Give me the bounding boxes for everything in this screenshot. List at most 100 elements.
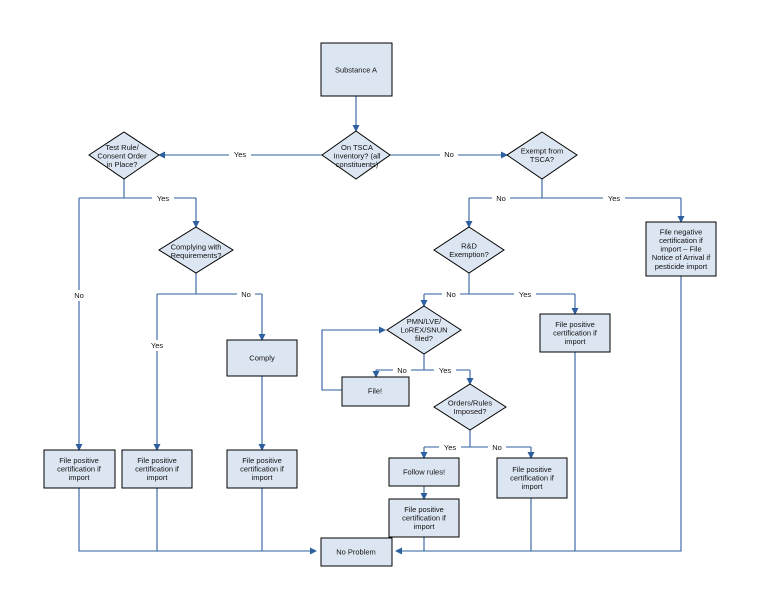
node-label-line: File positive xyxy=(404,505,444,514)
node-label-line: Consent Order xyxy=(97,152,147,161)
node-label-line: TSCA? xyxy=(530,155,554,164)
node-label-line: Comply xyxy=(249,354,275,363)
node-substance-a: Substance A xyxy=(320,42,393,97)
label-exempt-yes: Yes xyxy=(608,194,620,203)
node-label-line: Orders/Rules xyxy=(448,398,492,407)
label-pmn-no: No xyxy=(397,366,407,375)
node-label-line: File positive xyxy=(242,456,282,465)
node-label-line: Notice of Arrival if xyxy=(652,253,711,262)
node-label-line: LoREX/SNUN xyxy=(400,326,447,335)
node-label-line: certification if xyxy=(240,465,285,474)
node-label-line: certification if xyxy=(510,474,555,483)
node-label-line: import xyxy=(147,473,169,482)
edge-labels: Yes No Yes No Yes No No Yes No Yes No Ye… xyxy=(71,149,625,452)
node-label-line: Complying with xyxy=(171,242,222,251)
node-label-line: import xyxy=(252,473,274,482)
node-label-line: Substance A xyxy=(335,66,377,75)
node-label-line: filed? xyxy=(415,334,433,343)
label-rd-yes: Yes xyxy=(519,290,531,299)
node-label-line: pesticide import xyxy=(655,262,708,271)
label-orders-no: No xyxy=(492,443,502,452)
label-tsca-yes: Yes xyxy=(234,150,246,159)
node-label-line: File positive xyxy=(555,320,595,329)
node-label-line: Test Rule/ xyxy=(105,143,139,152)
node-label-line: import xyxy=(522,482,544,491)
node-label-line: File! xyxy=(368,387,382,396)
node-label-line: Follow rules! xyxy=(403,468,445,477)
node-label-line: File negative xyxy=(660,227,703,236)
label-comply-yes: Yes xyxy=(151,341,163,350)
label-orders-yes: Yes xyxy=(444,443,456,452)
node-label-line: certification if xyxy=(553,329,598,338)
node-follow-rules: Follow rules! xyxy=(388,457,460,487)
node-label-line: No Problem xyxy=(336,548,376,557)
node-label-line: Requirements? xyxy=(171,251,222,260)
node-label-line: import xyxy=(565,337,587,346)
node-label-line: certification if xyxy=(135,465,180,474)
node-label-line: Exemption? xyxy=(449,250,489,259)
node-label-line: import – File xyxy=(660,245,701,254)
node-label-line: in Place? xyxy=(107,160,138,169)
edge-file-loop xyxy=(321,326,386,391)
label-pmn-yes: Yes xyxy=(439,366,451,375)
node-label-line: Inventory? (all xyxy=(333,152,380,161)
node-label-line: On TSCA xyxy=(341,143,373,152)
label-tsca-no: No xyxy=(444,150,454,159)
edge-merge-right xyxy=(395,276,682,555)
node-follow-rules-text: Follow rules! xyxy=(403,468,445,477)
node-label-line: import xyxy=(414,522,436,531)
node-label-line: R&D xyxy=(461,241,477,250)
edge-merge-left xyxy=(78,488,317,555)
node-label-line: PMN/LVE/ xyxy=(407,317,442,326)
node-label-line: File positive xyxy=(512,465,552,474)
node-file: File! xyxy=(341,376,410,407)
node-label-line: certification if xyxy=(57,465,102,474)
node-label-line: constituents) xyxy=(336,160,379,169)
label-rd-no: No xyxy=(446,290,456,299)
node-comply-text: Comply xyxy=(249,354,275,363)
label-test-yes: Yes xyxy=(157,194,169,203)
node-label-line: Exempt from xyxy=(521,146,564,155)
node-file-text: File! xyxy=(368,387,382,396)
node-no-problem: No Problem xyxy=(320,537,393,567)
node-label-line: import xyxy=(69,473,91,482)
label-comply-no: No xyxy=(241,290,251,299)
node-label-line: certification if xyxy=(402,514,447,523)
label-exempt-no: No xyxy=(496,194,506,203)
node-label-line: certification if xyxy=(659,236,704,245)
node-comply: Comply xyxy=(226,339,298,377)
node-label-line: Imposed? xyxy=(454,407,487,416)
node-no-problem-text: No Problem xyxy=(336,548,376,557)
node-substance-a-text: Substance A xyxy=(335,66,377,75)
label-test-no: No xyxy=(74,291,84,300)
